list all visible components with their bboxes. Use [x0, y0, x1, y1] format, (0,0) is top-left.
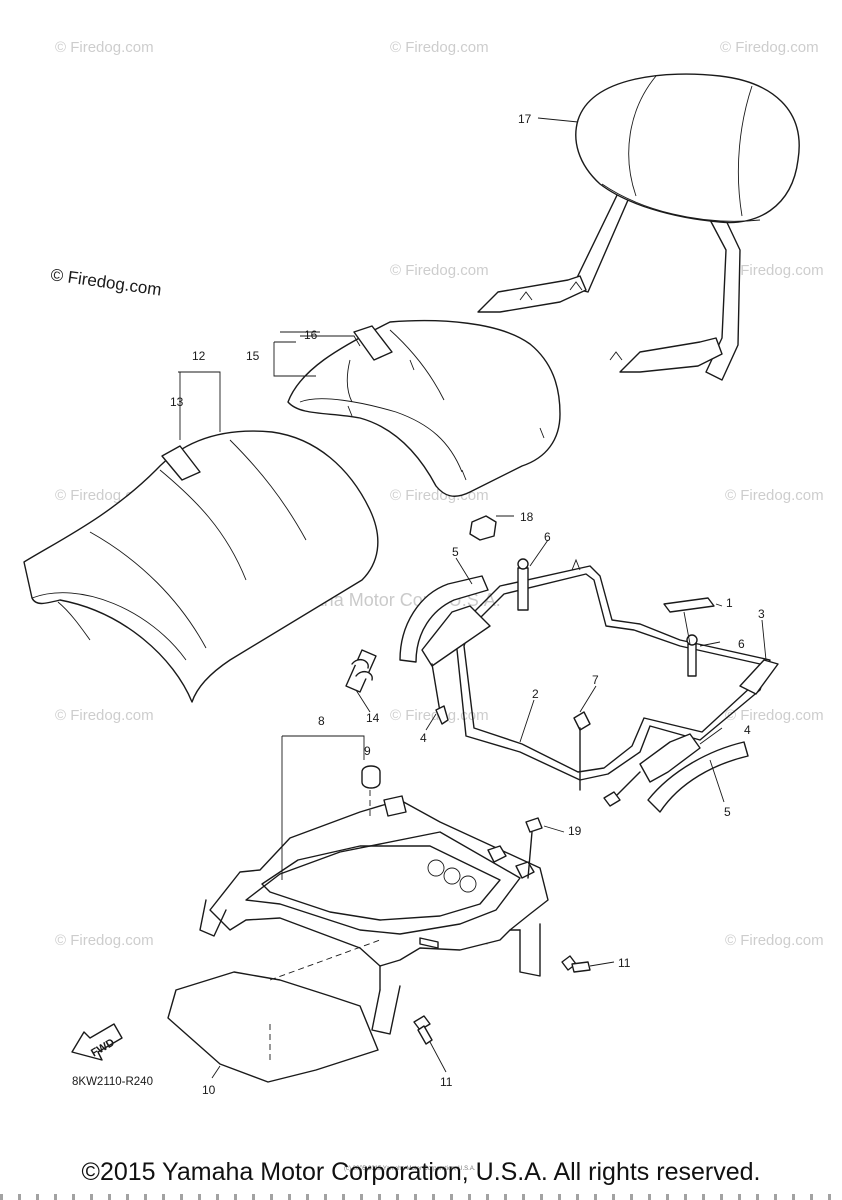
callout-18: 18 [520, 510, 534, 524]
drawing-code: 8KW2110-R240 [72, 1076, 153, 1088]
pin-6-top [517, 558, 529, 611]
bottom-watermark-strip [0, 1194, 842, 1200]
spring-4-left [421, 605, 491, 725]
spring-4-right [603, 733, 701, 807]
backrest-17 [477, 73, 800, 381]
watermark: © Firedog.com [390, 262, 489, 279]
fwd-arrow-icon: FWD [71, 1023, 123, 1061]
seat-base-8 [199, 795, 549, 1035]
leader-lines [178, 117, 767, 1079]
bolt-11-bottom [413, 1015, 433, 1045]
callout-11-right: 11 [618, 956, 631, 970]
callout-1: 1 [726, 596, 733, 610]
damper-18 [469, 515, 497, 541]
callout-numbers: 17 16 15 12 13 18 6 5 1 3 6 7 2 14 4 8 4… [170, 112, 765, 1097]
callout-13: 13 [170, 395, 184, 409]
watermark: © Firedog.com [55, 39, 154, 56]
callout-4-left: 4 [420, 731, 427, 745]
callout-7: 7 [592, 673, 599, 687]
callout-4-right: 4 [744, 723, 751, 737]
callout-6-top: 6 [544, 530, 551, 544]
bolt-7 [573, 711, 591, 791]
sheet-10 [167, 939, 381, 1083]
callout-12: 12 [192, 349, 206, 363]
cable-5-right [647, 741, 749, 813]
callout-9: 9 [364, 744, 371, 758]
watermark: © Firedog.com [390, 39, 489, 56]
shock-14 [345, 649, 377, 693]
watermark: © Firedog.com [725, 932, 824, 949]
callout-2: 2 [532, 687, 539, 701]
callout-3: 3 [758, 607, 765, 621]
copyright-notice: ©2015 Yamaha Motor Corporation, U.S.A. A… [81, 1158, 761, 1186]
callout-6-right: 6 [738, 637, 745, 651]
seat-lock-frame-2 [455, 558, 771, 781]
watermark-dark: © Firedog.com [49, 265, 162, 299]
callout-19: 19 [568, 824, 582, 838]
callout-17: 17 [518, 112, 532, 126]
fine-print: (c) 2005-2015 Yamaha Motor Corporation, … [344, 1166, 476, 1172]
watermark: © Firedog.com [55, 707, 154, 724]
callout-5-right: 5 [724, 805, 731, 819]
callout-10: 10 [202, 1083, 216, 1097]
callout-16: 16 [304, 328, 318, 342]
callout-11-bottom: 11 [440, 1075, 453, 1089]
watermark: © Firedog.com [720, 39, 819, 56]
damper-9 [361, 765, 381, 820]
watermark: © Firedog.com [725, 487, 824, 504]
watermark: © Firedog.com [725, 707, 824, 724]
label-1 [663, 597, 715, 613]
rear-seat-15 [287, 319, 561, 497]
front-seat-12 [23, 430, 379, 703]
bolt-19 [525, 817, 543, 879]
callout-8: 8 [318, 714, 325, 728]
callout-15: 15 [246, 349, 260, 363]
callout-5-left: 5 [452, 545, 459, 559]
pin-6-right [686, 634, 698, 677]
watermark: © Firedog.com [725, 262, 824, 279]
watermark: © Firedog.com [55, 932, 154, 949]
callout-14: 14 [366, 711, 380, 725]
cable-end-3 [739, 659, 779, 695]
bolt-11-right [561, 955, 591, 973]
cable-5-left [399, 575, 489, 663]
